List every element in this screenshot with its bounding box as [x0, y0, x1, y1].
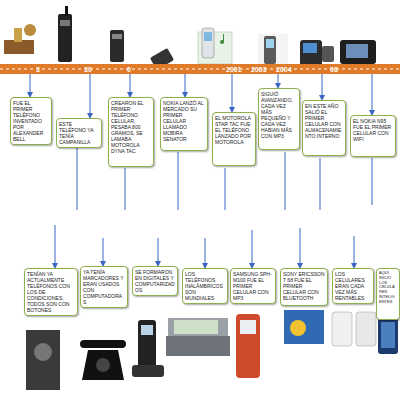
mp3-phone: [258, 34, 288, 68]
event-text: EL NOKIA N95 FUE EL PRIMER CELULAR CON W…: [353, 118, 393, 142]
year-label: 2003: [251, 65, 267, 74]
samsung-phone: [236, 314, 260, 378]
storage-phone: [300, 40, 334, 66]
event-box: SAMSUNG SPH-M100 FUE EL PRIMER CELULAR C…: [230, 268, 276, 304]
event-box: ESTE TELÉFONO YA TENÍA CAMPANILLA: [56, 118, 102, 148]
event-box: LOS TELÉFONOS INALÁMBRICOS SON MUNDIALES: [182, 268, 228, 304]
year-label: 30: [84, 65, 92, 74]
event-box: FUE EL PRIMER TELÉFONO INVENTADO POR ALE…: [10, 97, 52, 145]
brick-phone: [44, 6, 90, 65]
event-box: EL NOKIA N95 FUE EL PRIMER CELULAR CON W…: [350, 115, 396, 157]
event-box: CREARON EL PRIMER TELÉFONO CELULAR, PESA…: [108, 97, 154, 167]
timeline-bar: [0, 64, 400, 74]
event-text: SE FORMARON EN DIGITALES Y COMPUTARIZADO…: [135, 269, 175, 293]
event-box: SONY ERICSSON T 68 FUE EL PRIMER CELULAR…: [280, 268, 328, 306]
event-text: LOS CELULARES ERAN CADA VEZ MÁS RENTABLE…: [335, 271, 371, 301]
event-box: NOKIA LANZÓ AL MERCADO SU PRIMER CELULAR…: [160, 97, 208, 151]
dynatac-phone: [110, 30, 124, 62]
event-text: LOS TELÉFONOS INALÁMBRICOS SON MUNDIALES: [185, 271, 225, 301]
cordless-phone: [132, 320, 164, 377]
event-box: EL MOTOROLA STAR TAC FUE EL TELÉFONO LAN…: [212, 112, 256, 166]
event-text: ESTE TELÉFONO YA TENÍA CAMPANILLA: [59, 121, 99, 145]
wall-telephone: [26, 330, 60, 390]
music-phone: [198, 28, 232, 64]
year-label: 08: [330, 65, 338, 74]
event-text: YA TENÍA MARCADORES Y ERAN USADOS CON CO…: [83, 269, 125, 305]
event-text: SIGUIÓ AVANZANDO, CADA VEZ MÁS PEQUEÑO Y…: [261, 91, 297, 139]
year-label: 2004: [276, 65, 292, 74]
event-box: AQUÍ INICIÓ LOS CELULARES INTELIGENTES: [376, 268, 400, 320]
event-box: TENÍAN YA ACTUALMENTE TELÉFONOS CON LOS …: [24, 268, 78, 316]
event-box: LOS CELULARES ERAN CADA VEZ MÁS RENTABLE…: [332, 268, 374, 304]
event-box: EN ESTE AÑO SALIÓ EL PRIMER CELULAR CON …: [302, 100, 346, 156]
year-label: 2001: [226, 65, 242, 74]
bell-telephone: [4, 24, 36, 54]
leader-lines: [30, 74, 372, 266]
bluetooth-icon: [284, 310, 324, 344]
event-text: SAMSUNG SPH-M100 FUE EL PRIMER CELULAR C…: [233, 271, 273, 301]
communicator-phone: [166, 318, 230, 356]
year-label: 0: [127, 65, 131, 74]
event-box: SIGUIÓ AVANZANDO, CADA VEZ MÁS PEQUEÑO Y…: [258, 88, 300, 150]
event-box: YA TENÍA MARCADORES Y ERAN USADOS CON CO…: [80, 266, 128, 308]
year-label: 3: [36, 65, 40, 74]
timeline-dash: [0, 69, 400, 70]
event-text: EN ESTE AÑO SALIÓ EL PRIMER CELULAR CON …: [305, 103, 343, 139]
event-text: CREARON EL PRIMER TELÉFONO CELULAR, PESA…: [111, 100, 151, 154]
nokia-n95-phone: [340, 40, 376, 64]
event-text: NOKIA LANZÓ AL MERCADO SU PRIMER CELULAR…: [163, 100, 205, 142]
event-text: TENÍAN YA ACTUALMENTE TELÉFONOS CON LOS …: [27, 271, 75, 313]
event-box: SE FORMARON EN DIGITALES Y COMPUTARIZADO…: [132, 266, 178, 296]
rotary-telephone: [80, 340, 126, 380]
event-text: FUE EL PRIMER TELÉFONO INVENTADO POR ALE…: [13, 100, 49, 142]
event-text: AQUÍ INICIÓ LOS CELULARES INTELIGENTES: [379, 271, 397, 305]
event-text: EL MOTOROLA STAR TAC FUE EL TELÉFONO LAN…: [215, 115, 253, 145]
event-text: SONY ERICSSON T 68 FUE EL PRIMER CELULAR…: [283, 271, 325, 301]
